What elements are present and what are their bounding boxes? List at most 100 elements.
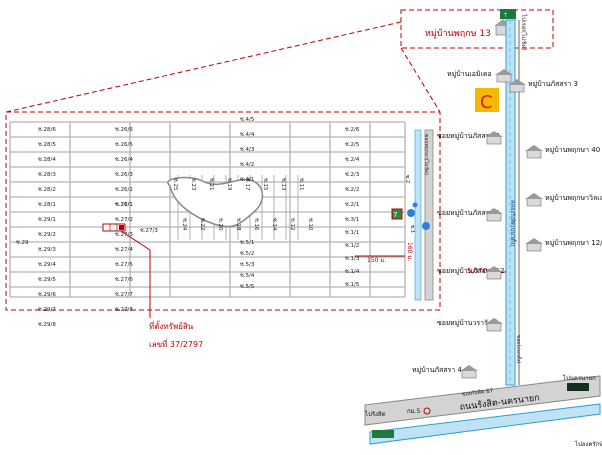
soi-label: ซ.18: [235, 218, 242, 231]
sign-nakhon-nayok-label: ไปนครนายก: [562, 374, 596, 382]
soi-label: ซ.16: [253, 218, 260, 231]
svg-text:⇡: ⇡: [503, 12, 508, 19]
property-label: ที่ตั้งทรัพย์สิน: [149, 320, 194, 331]
grid-main-road-label: ซอยพฤกษา(ไม่ชัด): [423, 134, 430, 175]
main-road: [364, 375, 601, 445]
soi-label: ซ.13: [280, 178, 287, 191]
soi-label: ซ.29/2: [38, 231, 56, 238]
soi-label: ซ.27/8: [115, 306, 133, 313]
place-label: หมู่บ้านพฤกษา 12/1: [545, 239, 602, 247]
soi-label: ซ.28/6: [38, 126, 56, 133]
house-icon: [525, 238, 543, 252]
soi-label: ซ.29/5: [38, 276, 56, 283]
soi-label: ซ.26/5: [115, 141, 133, 148]
soi-label: ซ.29: [16, 239, 29, 246]
soi-label: ซ.26/3: [115, 171, 133, 178]
house-icon: [525, 193, 543, 207]
canal-vertical-label: คลองรังสิต(แนวตั้ง): [509, 200, 517, 247]
soi-label: ซ.25: [172, 178, 179, 191]
soi-label: ซ.28/4: [38, 156, 56, 163]
soi-label: ซ.2/3: [345, 171, 360, 178]
house-icon: [508, 79, 526, 93]
soi-label: ซ.27/2: [115, 216, 133, 223]
north-road-sign: ⇡: [500, 9, 516, 19]
seven-eleven-icon: [391, 208, 403, 220]
soi-label: ซ.14: [271, 218, 278, 231]
soi-label: ซ.4/4: [240, 131, 255, 138]
soi-label: ซ.27/3: [140, 227, 158, 234]
soi-label: ซ.4/5: [240, 116, 255, 123]
soi-label: ซ.2/1: [345, 201, 359, 208]
store-logo-icon: C: [475, 88, 499, 113]
soi-label: ซ.27/7: [115, 291, 133, 298]
house-icon: [485, 266, 503, 280]
place-label: ซอยหมู่บ้านภัสสรา 1: [437, 209, 500, 217]
soi-label: ซ.1/5: [345, 281, 360, 288]
soi-label: ซ.2/6: [345, 126, 360, 133]
house-icon: [495, 69, 513, 83]
soi-label: ซ.17: [244, 178, 251, 191]
house-icon: [485, 208, 503, 222]
soi-label: ซ.29/8: [38, 321, 56, 328]
soi-label: ซ.1/3: [345, 255, 360, 262]
soi-label: ซ.5/1: [240, 239, 254, 246]
property-deed: เลขที่ 37/2797: [149, 338, 203, 349]
place-label: ซอยหมู่บ้านวรารักษ์: [437, 319, 497, 327]
soi-label: ซ.1/4: [345, 268, 360, 275]
house-icon: [525, 145, 543, 159]
soi-label: ซ.27/4: [115, 246, 133, 253]
soi-label: ซ.10: [307, 218, 314, 231]
svg-text:7: 7: [393, 211, 397, 219]
soi-label: ซ.26/2: [115, 186, 133, 193]
soi-label: ซ.19: [226, 178, 233, 191]
soi-label: ซ.27/3: [115, 231, 133, 238]
soi-label: ซ.23: [190, 178, 197, 191]
svg-text:C: C: [480, 92, 493, 113]
soi-label: ซ.24: [181, 218, 188, 231]
measure-160-label: 160 ม.: [406, 242, 413, 261]
soi-label: ซ.11: [298, 178, 305, 190]
grid-soi-2-label: ซ.2: [404, 175, 410, 183]
soi-label: ซ.22: [199, 218, 206, 230]
soi-label: ซ.2/2: [345, 186, 359, 193]
soi-label: ซ.1/2: [345, 242, 359, 249]
place-label: หมู่บ้านภัสสรา 3: [528, 80, 578, 88]
soi-label: ซ.5/4: [240, 272, 255, 279]
soi-label: ซ.28/2: [38, 186, 56, 193]
soi-label: ซ.4/2: [240, 161, 254, 168]
soi-label: ซ.27/5: [115, 261, 133, 268]
house-icon: [485, 318, 503, 332]
soi-label: ซ.21: [208, 178, 215, 190]
blue-pin-icon-3: [412, 202, 418, 208]
soi-label: ซ.2/4: [345, 156, 360, 163]
soi-label: ซ.29/1: [38, 216, 56, 223]
north-road-label: ไปเขต(ไม่ชัด): [520, 13, 528, 51]
soi-label: ซ.26/1: [115, 201, 133, 208]
soi-main-label: ซอยรังสิต 67: [461, 387, 494, 398]
soi-label: ซ.26/6: [115, 126, 133, 133]
soi-label: ซ.12: [289, 218, 296, 230]
soi-label: ซ.5/5: [240, 283, 255, 290]
soi-label: ซ.5/2: [240, 250, 254, 257]
place-label: ซอยหมู่บ้านภัสสรา 12: [437, 267, 504, 275]
soi-label: ซ.4/3: [240, 146, 255, 153]
soi-label: ซ.5/3: [240, 261, 255, 268]
soi-label: ซ.3/1: [345, 216, 359, 223]
sign-rangsit: [372, 430, 394, 438]
soi-label: ซ.1/1: [345, 229, 359, 236]
place-label: หมู่บ้านพฤกษา 40: [545, 146, 600, 154]
grid-labels: ซ.28/6ซ.28/5ซ.28/4ซ.28/3ซ.28/2ซ.28/1ซ.29…: [16, 116, 360, 328]
place-label: ซอยหมู่บ้านภัสสรา 2: [437, 132, 500, 140]
soi-label: ซ.27/6: [115, 276, 133, 283]
distance-label: 5,070 ม.: [467, 267, 496, 275]
soi-label: ซ.28/3: [38, 171, 56, 178]
soi-label: ซ.2/5: [345, 141, 360, 148]
place-label: หมู่บ้านภัสสรา 4: [412, 366, 462, 374]
soi-label: ซ.15: [262, 178, 269, 191]
soi-label: ซ.27/1: [115, 201, 133, 208]
soi-label: ซ.29/6: [38, 291, 56, 298]
soi-label: ซ.26/4: [115, 156, 133, 163]
soi-label: ซ.29/3: [38, 246, 56, 253]
